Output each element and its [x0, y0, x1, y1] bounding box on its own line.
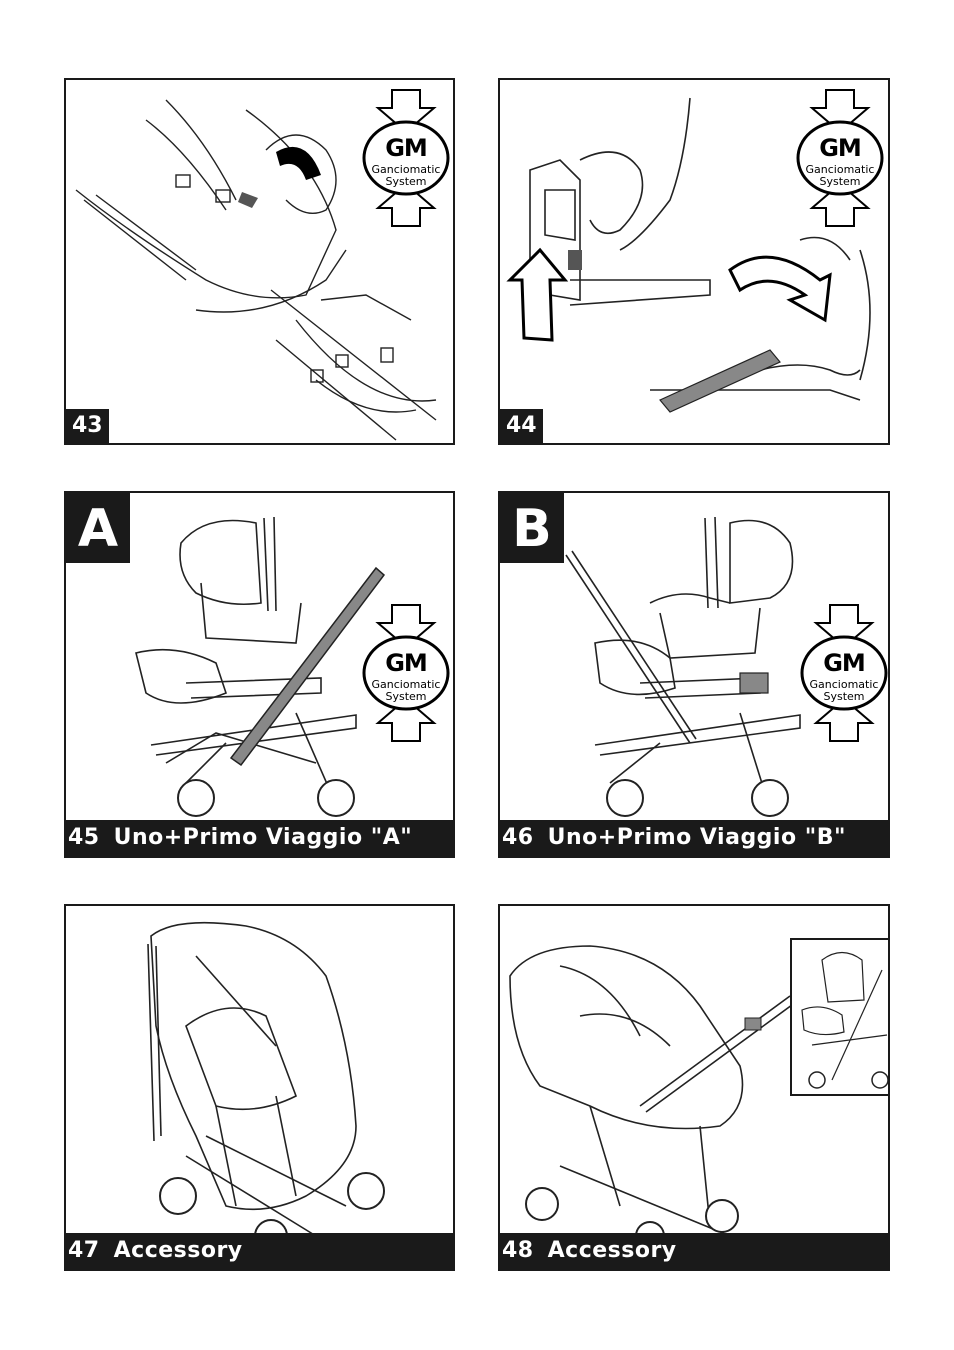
panel-47: 47 Accessory — [64, 904, 455, 1271]
gm-logo-text: GM — [385, 649, 428, 677]
gm-logo-text: GM — [385, 134, 428, 162]
ganciomatic-badge: GM Ganciomatic System — [796, 603, 888, 743]
panel-45: A GM Ganciomatic System 45 Uno+Primo Viag… — [64, 491, 455, 858]
ganciomatic-badge: GM Ganciomatic System — [358, 603, 453, 743]
ganciomatic-badge: GM Ganciomatic System — [358, 88, 453, 228]
gm-line2: System — [385, 175, 427, 188]
caption-bar: 45 Uno+Primo Viaggio "A" — [66, 820, 453, 856]
inset-stroller-illustration — [801, 951, 888, 1089]
variant-letter: B — [500, 493, 564, 563]
panel-43: GM Ganciomatic System 43 — [64, 78, 455, 445]
gm-arrows-icon — [362, 604, 450, 742]
illustration-seat-buckle — [75, 99, 437, 441]
ganciomatic-badge: GM Ganciomatic System — [792, 88, 888, 228]
illustration-hands-release — [506, 97, 871, 413]
caption-bar: 47 Accessory — [66, 1233, 453, 1269]
inset-thumbnail — [790, 938, 888, 1096]
panel-48: 48 Accessory — [498, 904, 890, 1271]
gm-line1: Ganciomatic — [371, 163, 441, 176]
panel-caption: Uno+Primo Viaggio "A" — [113, 825, 413, 850]
panel-number: 43 — [66, 409, 109, 443]
gm-line2: System — [823, 690, 865, 703]
panel-number: 45 — [68, 825, 100, 850]
caption-bar: 46 Uno+Primo Viaggio "B" — [500, 820, 888, 856]
gm-arrows-icon — [800, 604, 888, 742]
gm-logo-text: GM — [823, 649, 866, 677]
panel-caption: Uno+Primo Viaggio "B" — [547, 825, 846, 850]
gm-line1: Ganciomatic — [805, 163, 875, 176]
gm-line2: System — [385, 690, 427, 703]
panel-number: 46 — [502, 825, 534, 850]
gm-line2: System — [819, 175, 861, 188]
panel-caption: Accessory — [547, 1238, 677, 1263]
panel-caption: Accessory — [113, 1238, 243, 1263]
panel-number: 48 — [502, 1238, 534, 1263]
panel-44: GM Ganciomatic System 44 — [498, 78, 890, 445]
caption-bar: 48 Accessory — [500, 1233, 888, 1269]
gm-logo-text: GM — [819, 134, 862, 162]
variant-letter: A — [66, 493, 130, 563]
gm-arrows-icon — [796, 89, 884, 227]
panel-number: 44 — [500, 409, 543, 443]
gm-arrows-icon — [362, 89, 450, 227]
illustration-stroller-raincover — [147, 921, 385, 1253]
panel-46: B GM Ganciomatic System 46 Uno+Primo Viag… — [498, 491, 890, 858]
panel-number: 47 — [68, 1238, 100, 1263]
illustration-car-seat-stroller-b — [565, 516, 801, 817]
gm-line1: Ganciomatic — [371, 678, 441, 691]
illustration-car-seat-stroller-a — [135, 516, 386, 817]
gm-line1: Ganciomatic — [809, 678, 879, 691]
